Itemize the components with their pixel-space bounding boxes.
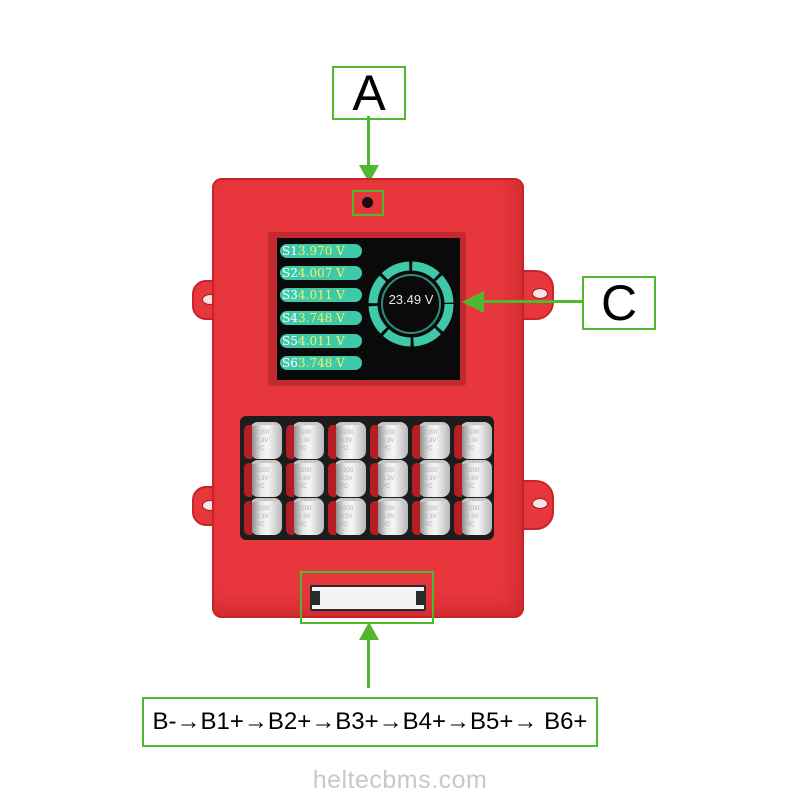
capacitor-marking: 2200 6.3V PC [298,506,312,528]
connector-sequence-text: B-→B1+→B2+→B3+→B4+→B5+→ B6+ [152,708,588,735]
capacitor-marking: 2200 6.3V PC [382,506,396,528]
label-c-box: C [582,276,656,330]
voltage-ring-icon [368,261,454,347]
total-voltage: 23.49 V [388,292,434,307]
capacitor: 2200 6.3V PC [244,422,282,459]
capacitor-marking: 2200 6.3V PC [424,506,438,528]
capacitor-marking: 2200 6.3V PC [298,468,312,490]
capacitor: 2200 6.3V PC [244,460,282,497]
capacitor-marking: 2200 6.3V PC [466,468,480,490]
capacitor: 2200 6.3V PC [286,422,324,459]
capacitor-marking: 2200 6.3V PC [256,430,270,452]
capacitor-marking: 2200 6.3V PC [340,506,354,528]
capacitor-marking: 2200 6.3V PC [466,506,480,528]
capacitor-marking: 2200 6.3V PC [340,430,354,452]
capacitor: 2200 6.3V PC [286,460,324,497]
arrow-down-icon [367,116,370,172]
label-a-text: A [352,65,386,121]
capacitor-marking: 2200 6.3V PC [382,430,396,452]
capacitor: 2200 6.3V PC [328,498,366,535]
capacitor: 2200 6.3V PC [412,460,450,497]
capacitor: 2200 6.3V PC [328,422,366,459]
connector-sequence-box: B-→B1+→B2+→B3+→B4+→B5+→ B6+ [142,697,598,747]
capacitor: 2200 6.3V PC [454,422,492,459]
capacitor-marking: 2200 6.3V PC [382,468,396,490]
capacitor: 2200 6.3V PC [370,422,408,459]
indicator-light [352,190,384,216]
arrow-down-head-icon [359,165,379,183]
label-a-box: A [332,66,406,120]
capacitor: 2200 6.3V PC [454,460,492,497]
connector-highlight [300,571,434,624]
arrow-up-icon [367,634,370,688]
capacitor-marking: 2200 6.3V PC [466,430,480,452]
capacitor-marking: 2200 6.3V PC [298,430,312,452]
arrow-left-icon [482,300,582,303]
capacitor: 2200 6.3V PC [412,498,450,535]
arrow-left-head-icon [462,291,484,313]
label-c-text: C [600,275,638,331]
arrow-up-head-icon [359,622,379,640]
capacitor: 2200 6.3V PC [412,422,450,459]
capacitor-marking: 2200 6.3V PC [424,430,438,452]
capacitor-marking: 2200 6.3V PC [340,468,354,490]
capacitor: 2200 6.3V PC [328,460,366,497]
capacitor: 2200 6.3V PC [370,460,408,497]
watermark: heltecbms.com [312,766,488,794]
capacitor: 2200 6.3V PC [454,498,492,535]
capacitor: 2200 6.3V PC [286,498,324,535]
capacitor-bank [240,416,494,540]
capacitor: 2200 6.3V PC [244,498,282,535]
capacitor-marking: 2200 6.3V PC [424,468,438,490]
capacitor-marking: 2200 6.3V PC [256,468,270,490]
capacitor: 2200 6.3V PC [370,498,408,535]
capacitor-marking: 2200 6.3V PC [256,506,270,528]
balance-connector [310,585,426,611]
